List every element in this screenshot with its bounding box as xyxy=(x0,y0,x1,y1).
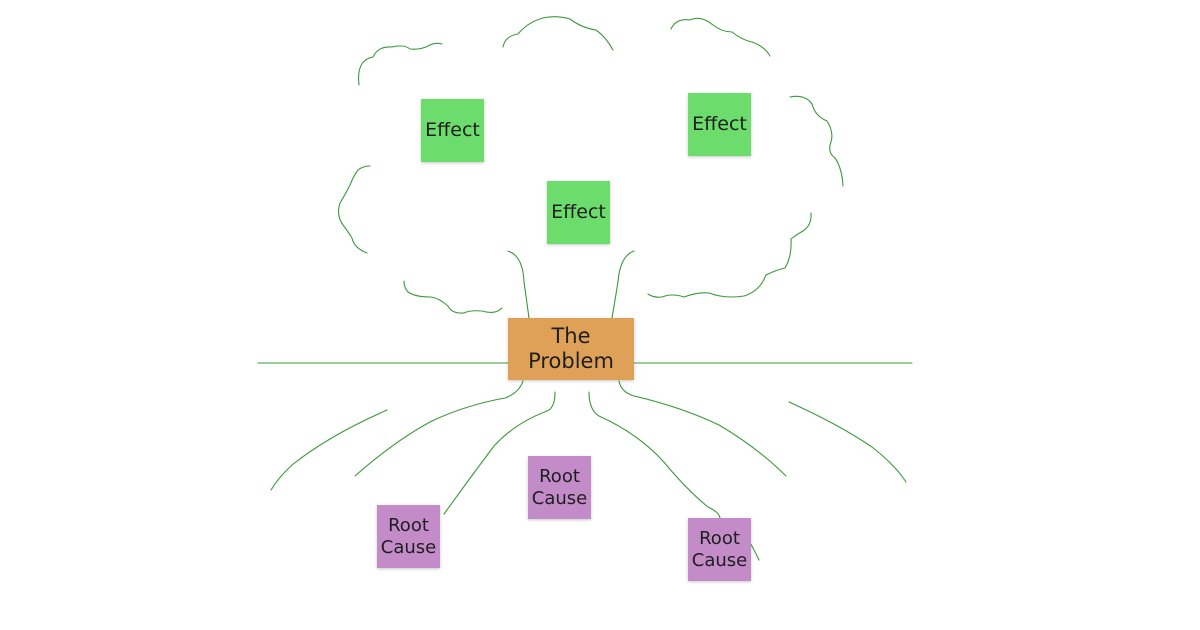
root-cause-sticky-note[interactable]: Root Cause xyxy=(528,456,591,519)
root-cause-sticky-note[interactable]: Root Cause xyxy=(377,505,440,568)
trunk-left xyxy=(507,250,530,319)
effect-label: Effect xyxy=(551,201,606,224)
canopy-segment xyxy=(403,280,503,314)
canopy-segment xyxy=(670,17,771,57)
root-cause-sticky-note[interactable]: Root Cause xyxy=(688,518,751,581)
root-line xyxy=(354,380,524,477)
root-line xyxy=(618,380,787,477)
canopy-segment xyxy=(358,42,443,86)
root-line xyxy=(443,391,556,515)
canopy-segment xyxy=(647,212,812,298)
effect-label: Effect xyxy=(425,119,480,142)
canopy-segment xyxy=(502,16,614,51)
root-cause-label: Root Cause xyxy=(691,527,748,571)
root-line xyxy=(588,391,721,519)
effect-sticky-note[interactable]: Effect xyxy=(421,99,484,162)
root-line xyxy=(788,401,907,483)
root-cause-label: Root Cause xyxy=(531,465,588,509)
effect-label: Effect xyxy=(692,113,747,136)
canopy-segment xyxy=(337,165,371,254)
canopy-segment xyxy=(789,95,844,187)
trunk-right xyxy=(611,250,635,319)
problem-label: The Problem xyxy=(528,323,614,373)
root-line xyxy=(270,409,388,491)
root-cause-label: Root Cause xyxy=(380,514,437,558)
problem-sticky-note[interactable]: The Problem xyxy=(508,318,634,380)
effect-sticky-note[interactable]: Effect xyxy=(688,93,751,156)
effect-sticky-note[interactable]: Effect xyxy=(547,181,610,244)
